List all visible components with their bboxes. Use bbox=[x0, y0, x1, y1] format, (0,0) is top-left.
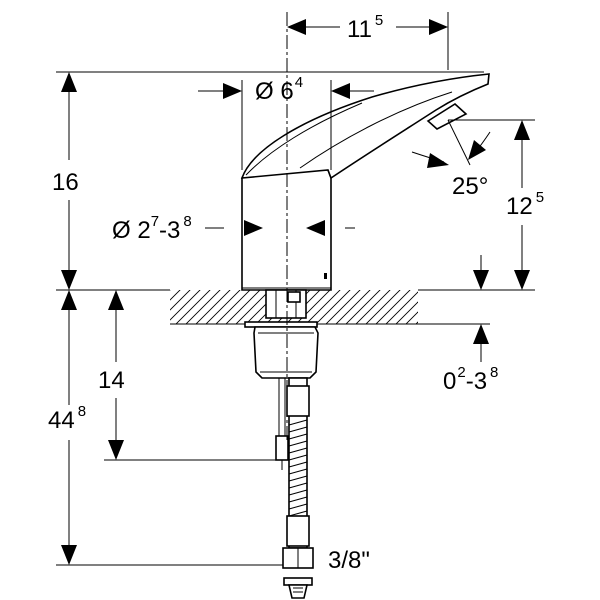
braid-line bbox=[288, 475, 308, 482]
extension-lines bbox=[56, 12, 535, 566]
hatch-line bbox=[430, 286, 474, 330]
hatch-line bbox=[215, 290, 251, 324]
braid-line bbox=[288, 461, 308, 468]
hatch-line bbox=[170, 290, 181, 301]
braided-hose-texture bbox=[288, 419, 308, 517]
hatch-line bbox=[375, 290, 411, 324]
dim-body-diameter: Ø 64 bbox=[255, 74, 303, 105]
braid-line bbox=[288, 503, 308, 510]
dim-connection-size: 3/8" bbox=[328, 547, 370, 574]
hatch-line bbox=[365, 290, 401, 324]
braid-line bbox=[288, 419, 308, 426]
hatch-line bbox=[355, 290, 391, 324]
hatch-line bbox=[185, 290, 221, 324]
dimension-lines bbox=[61, 19, 530, 565]
braid-line bbox=[288, 440, 308, 447]
hatch-line bbox=[325, 290, 361, 324]
braid-line bbox=[288, 426, 308, 433]
hatch-line bbox=[450, 286, 494, 330]
mounting-assembly bbox=[244, 289, 319, 599]
braid-line bbox=[288, 454, 308, 461]
hatch-line bbox=[205, 290, 241, 324]
braid-line bbox=[288, 447, 308, 454]
hatch-line bbox=[405, 311, 418, 324]
braid-line bbox=[288, 496, 308, 503]
hatch-line bbox=[225, 290, 261, 324]
braid-line bbox=[288, 510, 308, 517]
hatch-line bbox=[420, 286, 464, 330]
hatch-line bbox=[335, 290, 371, 324]
dim-spray-angle: 25° bbox=[452, 173, 488, 200]
braid-line bbox=[288, 468, 308, 475]
hatch-line bbox=[440, 286, 484, 330]
braid-line bbox=[288, 489, 308, 496]
hatch-line bbox=[195, 290, 231, 324]
dim-total-height: 16 bbox=[52, 169, 79, 196]
hatch-line bbox=[170, 290, 191, 311]
hatch-line bbox=[170, 290, 201, 321]
hatch-line bbox=[170, 290, 171, 291]
braid-line bbox=[288, 482, 308, 489]
hatch-line bbox=[385, 291, 418, 324]
dim-under-counter: 14 bbox=[98, 367, 125, 394]
hatch-line bbox=[175, 290, 211, 324]
hatch-line bbox=[395, 301, 418, 324]
hatch-line bbox=[415, 321, 418, 324]
braid-line bbox=[288, 433, 308, 440]
hatch-line bbox=[345, 290, 381, 324]
